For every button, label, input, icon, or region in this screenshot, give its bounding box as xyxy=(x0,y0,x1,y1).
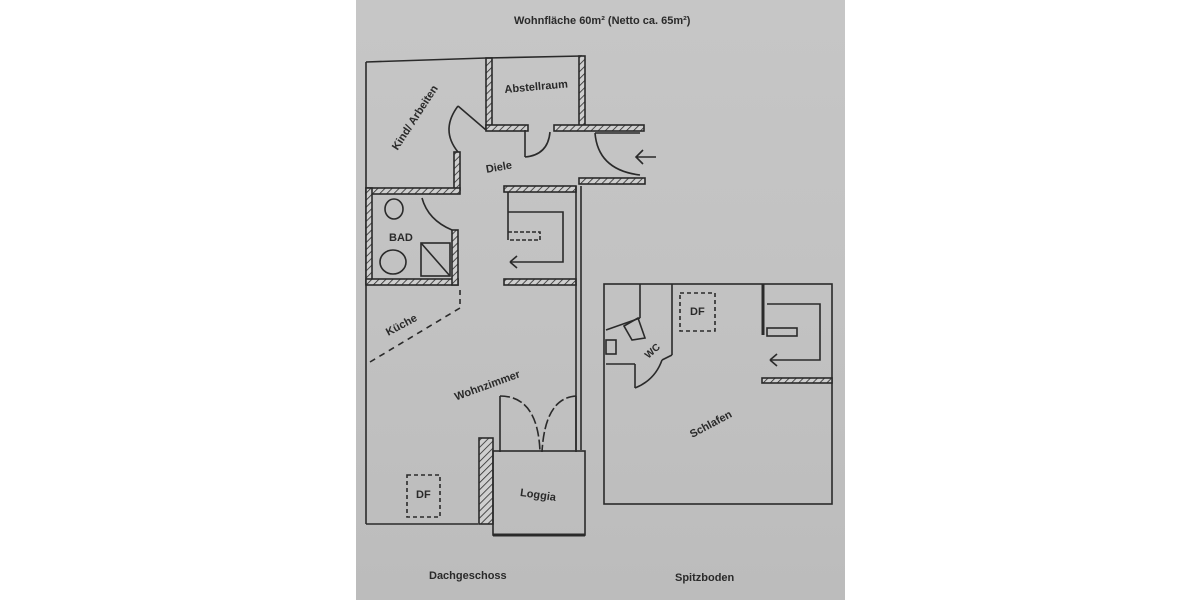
room-label-bad: BAD xyxy=(389,232,413,244)
dachgeschoss-plan xyxy=(365,55,656,537)
document-title: Wohnfläche 60m² (Netto ca. 65m²) xyxy=(514,15,691,27)
room-label-df-spitzboden: DF xyxy=(690,306,705,318)
floor-label-spitzboden: Spitzboden xyxy=(675,572,735,584)
spitzboden-plan xyxy=(603,283,833,505)
floor-label-dachgeschoss: Dachgeschoss xyxy=(429,570,507,582)
room-label-df-dachgeschoss: DF xyxy=(416,489,431,501)
